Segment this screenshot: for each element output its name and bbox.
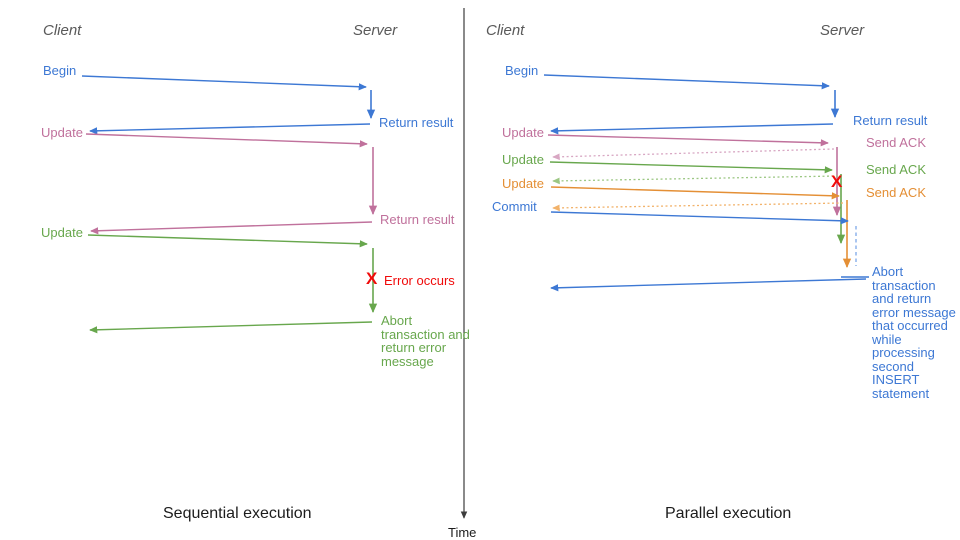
update-label: Update bbox=[41, 225, 83, 240]
arrow-return-result-1 bbox=[89, 123, 371, 135]
server-label: Server bbox=[820, 22, 865, 39]
error-x-icon: X bbox=[831, 172, 842, 191]
update-label: Update bbox=[502, 152, 544, 167]
return-result-label: Return result bbox=[379, 115, 454, 130]
arrow-begin bbox=[81, 75, 367, 91]
update-label: Update bbox=[41, 125, 83, 140]
abort-message-label: Abort transaction and return error messa… bbox=[381, 313, 470, 369]
update-label: Update bbox=[502, 125, 544, 140]
arrow-return-result-2 bbox=[90, 221, 373, 235]
time-axis-label: Time bbox=[448, 525, 477, 540]
sequential-caption: Sequential execution bbox=[163, 505, 312, 522]
arrow-update-2 bbox=[87, 234, 368, 248]
arrow-send-ack-2 bbox=[552, 175, 839, 185]
arrow-update-3 bbox=[550, 186, 840, 200]
update-label: Update bbox=[502, 176, 544, 191]
abort-message-label: Abort transaction and return error messa… bbox=[872, 264, 956, 401]
client-label: Client bbox=[486, 22, 525, 39]
arrow-update-2 bbox=[549, 161, 833, 174]
send-ack-label: Send ACK bbox=[866, 185, 926, 200]
parallel-caption: Parallel execution bbox=[665, 505, 792, 522]
arrow-abort-return bbox=[89, 321, 373, 334]
error-occurs-label: Error occurs bbox=[384, 273, 455, 288]
commit-label: Commit bbox=[492, 199, 537, 214]
server-label: Server bbox=[353, 22, 398, 39]
send-ack-label: Send ACK bbox=[866, 162, 926, 177]
arrow-update-1 bbox=[85, 133, 368, 148]
arrow-return-result bbox=[550, 123, 834, 135]
right-panel-arrows bbox=[543, 74, 869, 292]
return-result-label: Return result bbox=[853, 113, 928, 128]
client-label: Client bbox=[43, 22, 82, 39]
arrow-begin bbox=[543, 74, 830, 90]
arrow-send-ack-3 bbox=[552, 202, 844, 212]
arrow-send-ack-1 bbox=[552, 148, 835, 161]
arrow-commit bbox=[550, 211, 849, 225]
begin-label: Begin bbox=[43, 63, 77, 78]
return-result-label: Return result bbox=[380, 212, 455, 227]
arrow-update-1 bbox=[547, 134, 829, 147]
arrow-abort-return bbox=[550, 278, 867, 292]
send-ack-label: Send ACK bbox=[866, 135, 926, 150]
error-x-icon: X bbox=[366, 269, 377, 288]
left-panel-arrows bbox=[81, 75, 378, 334]
begin-label: Begin bbox=[505, 63, 539, 78]
